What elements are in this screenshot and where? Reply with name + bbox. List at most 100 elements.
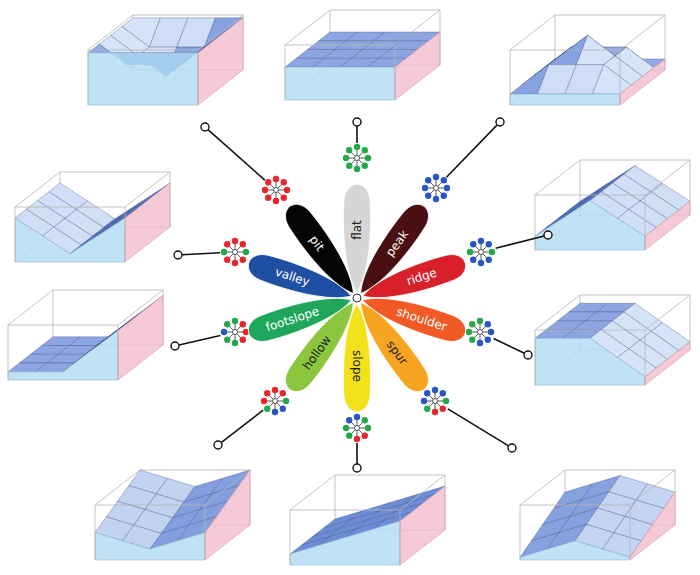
box-edge [335,475,445,476]
box-edge [645,295,690,330]
terrain-box [520,470,675,560]
neighbour-dot [444,185,450,191]
box-front-face [8,331,118,381]
box-edge [565,470,675,471]
neighbour-dot [362,163,368,169]
neighbour-dot [421,398,427,404]
neighbour-dot [284,187,290,193]
neighbour-dot [232,340,238,346]
neighbour-dot [240,321,246,327]
box-front-face [95,533,205,561]
box-edge [15,207,125,208]
box-front-face [510,94,620,105]
neighbour-dot [224,337,230,343]
neighbour-dot [240,257,246,263]
box-edge [285,45,286,100]
box-edge [510,15,555,50]
box-edge [205,505,206,560]
neighbour-dot [262,187,268,193]
box-edge [290,475,335,510]
box-edge [290,510,291,565]
box-edge [8,290,53,325]
neighbour-dot [265,195,271,201]
neighbour-dot [280,406,286,412]
box-edge [95,505,205,506]
box-side-face [125,183,170,262]
box-edge [645,330,646,385]
neighbour-dot [283,398,289,404]
neighbour-dot [485,337,491,343]
leader-end [174,251,182,259]
neighbour-dot [433,174,439,180]
neighbour-dot [362,433,368,439]
center-dot [274,188,279,193]
neighbour-dot [343,155,349,161]
leader-line [179,335,220,345]
box-edge [88,50,198,51]
terrain-box [95,470,250,560]
neighbour-dot [478,238,484,244]
neighbour-dot [488,329,494,335]
box-edge [510,50,620,51]
neighbour-dot [486,257,492,263]
box-edge [8,325,9,380]
neighbour-dot [470,257,476,263]
box-edge [645,195,646,250]
box-edge [620,15,665,50]
neighbour-dot [261,398,267,404]
leader-line [496,236,545,248]
box-edge [205,470,250,505]
leader-line [208,130,265,180]
leader-line [182,253,220,255]
neighbour-dot [232,238,238,244]
terrain-box [510,15,665,105]
neighbour-dot [489,249,495,255]
hub-dot [353,294,361,302]
neighbour-dot [224,241,230,247]
neighbour-dot [440,390,446,396]
neighbour-dot [221,249,227,255]
neighbour-dot [224,257,230,263]
box-front-face [520,541,630,560]
neighbour-dot [432,409,438,415]
leader-end [524,351,532,359]
leader-end [214,441,222,449]
leader-line [356,126,358,143]
neighbour-dot [486,241,492,247]
box-edge [118,290,163,325]
neighbour-dot [354,166,360,172]
box-edge [510,50,511,105]
center-dot [233,330,238,335]
box-edge [535,195,536,250]
box-edge [630,470,675,505]
box-edge [520,505,521,560]
box-edge [198,15,243,50]
neighbour-dot [440,406,446,412]
terrain-box [535,160,690,250]
box-edge [400,510,401,565]
neighbour-dot [365,155,371,161]
leader-end [353,118,361,126]
terrain-box [15,172,170,262]
leader-end [171,342,179,350]
neighbour-dot [224,321,230,327]
neighbour-dot [485,321,491,327]
neighbour-dot [469,321,475,327]
box-edge [535,330,645,331]
neighbour-dot [424,406,430,412]
neighbour-dot [346,433,352,439]
box-front-face [285,67,395,100]
center-dot [355,156,360,161]
neighbour-dot [354,144,360,150]
box-edge [53,290,163,291]
leader-end [496,118,504,126]
box-edge [400,475,445,510]
neighbour-dot [477,340,483,346]
neighbour-dot [424,390,430,396]
terrain-box [535,295,690,385]
box-edge [140,470,250,471]
neighbour-dot [362,417,368,423]
box-edge [395,10,440,45]
neighbour-dot [243,249,249,255]
